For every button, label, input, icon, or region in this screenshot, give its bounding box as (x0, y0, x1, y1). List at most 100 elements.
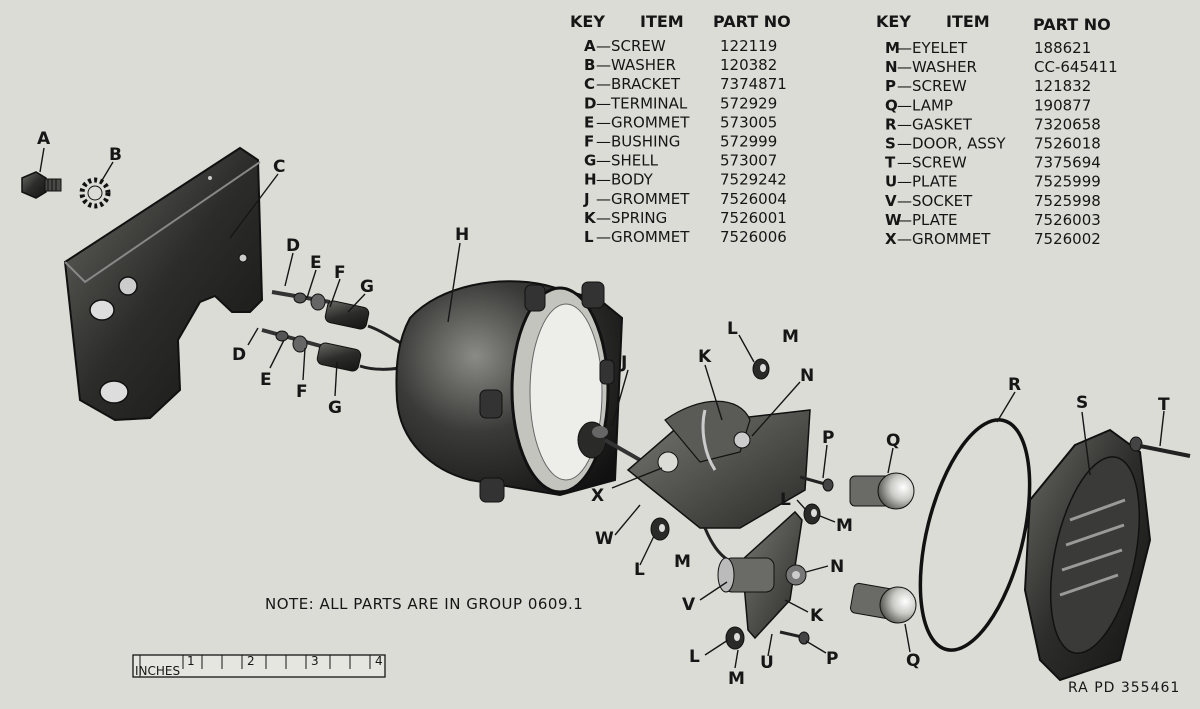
part-key: D (584, 94, 596, 112)
part-number: 120382 (720, 56, 777, 74)
part-number: 7525998 (1034, 192, 1101, 210)
part-item: —BODY (596, 171, 654, 189)
parts-table-left-header: KEY ITEM PART NO (570, 12, 791, 31)
callout-r: R (1008, 375, 1021, 395)
callout-u: U (760, 653, 774, 673)
part-key: B (584, 56, 595, 74)
bracket-c-drawing (63, 146, 264, 422)
part-number: 572929 (720, 94, 777, 112)
callout-n-upper: N (800, 366, 814, 386)
part-item: —TERMINAL (596, 94, 688, 112)
part-key: J (583, 190, 590, 208)
part-item: —EYELET (897, 39, 968, 57)
screw-p-bottom-drawing (779, 630, 810, 645)
parts-table: KEY ITEM PART NO KEY ITEM PART NO A—SCRE… (570, 12, 1118, 248)
callout-m-upper: M (782, 327, 799, 347)
part-item: —WASHER (596, 56, 676, 74)
callout-a: A (37, 129, 51, 149)
part-key: K (584, 209, 597, 227)
part-number: 7526004 (720, 190, 787, 208)
ruler-unit-label: INCHES (135, 664, 180, 678)
part-number: 7526006 (720, 228, 787, 246)
header-item: ITEM (640, 12, 684, 31)
part-key: E (584, 113, 594, 131)
ruler-tick-3: 3 (311, 654, 319, 668)
callout-l-bottom: L (689, 647, 700, 667)
part-key: W (885, 211, 902, 229)
callout-c: C (273, 157, 285, 177)
lamp-q-top-drawing (849, 472, 915, 510)
part-number: 190877 (1034, 96, 1091, 114)
callout-b: B (109, 145, 122, 165)
callout-f-upper: F (334, 263, 346, 283)
header-part-no: PART NO (713, 12, 791, 31)
part-item: —SCREW (897, 154, 967, 172)
callout-h: H (455, 225, 469, 245)
part-key: S (885, 135, 896, 153)
part-key: F (584, 133, 594, 151)
part-key: M (885, 39, 900, 57)
part-item: —WASHER (897, 58, 977, 76)
part-key: G (584, 152, 596, 170)
inch-scale-ruler: INCHES 1 2 3 4 (132, 654, 386, 678)
ruler-tick-4: 4 (375, 654, 383, 668)
part-item: —PLATE (897, 211, 957, 229)
parts-row: E—GROMMET 573005 (584, 113, 777, 131)
part-number: 7320658 (1034, 115, 1101, 133)
callout-l-upper: L (727, 319, 738, 339)
grommet-l-mid-drawing (803, 503, 821, 525)
door-s-drawing (1023, 428, 1152, 682)
grommet-j-drawing (577, 421, 641, 462)
header-item: ITEM (946, 12, 990, 31)
part-number: 7374871 (720, 75, 787, 93)
callout-e-lower: E (260, 370, 272, 390)
part-number: 7529242 (720, 171, 787, 189)
part-item: —DOOR, ASSY (897, 135, 1006, 153)
part-item: —GROMMET (596, 113, 690, 131)
part-item: —SCREW (897, 77, 967, 95)
callout-w: W (595, 529, 614, 549)
part-key: L (584, 228, 594, 246)
callout-g-lower: G (328, 398, 342, 418)
callout-e-upper: E (310, 253, 322, 273)
part-key: Q (885, 96, 898, 114)
callout-k-lower: K (810, 606, 824, 626)
part-number: 572999 (720, 133, 777, 151)
terminal-assembly-lower-drawing (261, 328, 401, 372)
part-number: 7526002 (1034, 230, 1101, 248)
part-number: 122119 (720, 37, 777, 55)
callout-j: J (620, 353, 627, 373)
header-part-no: PART NO (1033, 15, 1111, 34)
callout-x: X (591, 486, 604, 506)
part-number: 573005 (720, 113, 777, 131)
plate-w-drawing (626, 400, 811, 529)
part-item: —GROMMET (897, 230, 991, 248)
group-note: NOTE: ALL PARTS ARE IN GROUP 0609.1 (265, 595, 583, 613)
callout-d-upper: D (286, 236, 300, 256)
callout-g-upper: G (360, 277, 374, 297)
part-item: —GROMMET (596, 190, 690, 208)
callout-m-middle: M (836, 516, 853, 536)
callout-s: S (1076, 393, 1088, 413)
callout-p-lower: P (826, 649, 838, 669)
parts-row: B—WASHER 120382 (584, 56, 777, 74)
part-key: V (885, 192, 897, 210)
callout-p-upper: P (822, 428, 834, 448)
part-number: 7526001 (720, 209, 787, 227)
ruler-tick-1: 1 (187, 654, 195, 668)
part-key: C (584, 75, 595, 93)
part-number: 7526018 (1034, 135, 1101, 153)
callout-q-lower: Q (906, 651, 920, 671)
part-number: CC-645411 (1034, 58, 1118, 76)
